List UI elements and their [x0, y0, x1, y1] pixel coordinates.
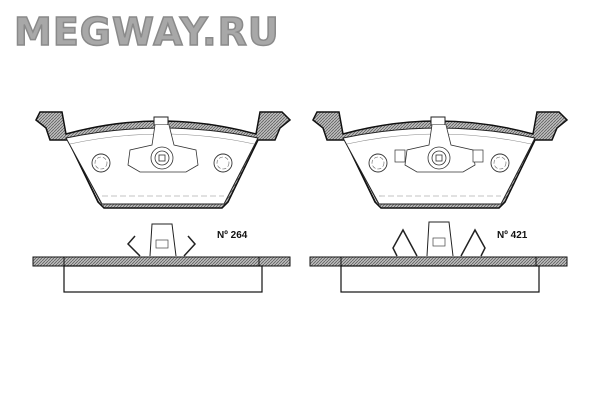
watermark-logo: MEGWAY.RU	[13, 9, 280, 55]
pad-421-side-view	[309, 221, 568, 293]
pad-421-front-view	[312, 111, 568, 209]
pad-264-front-view	[35, 111, 291, 209]
part-number-label: Nº 264	[217, 230, 248, 241]
part-number-label: Nº 421	[497, 230, 528, 241]
pad-264-side-view	[32, 223, 291, 293]
